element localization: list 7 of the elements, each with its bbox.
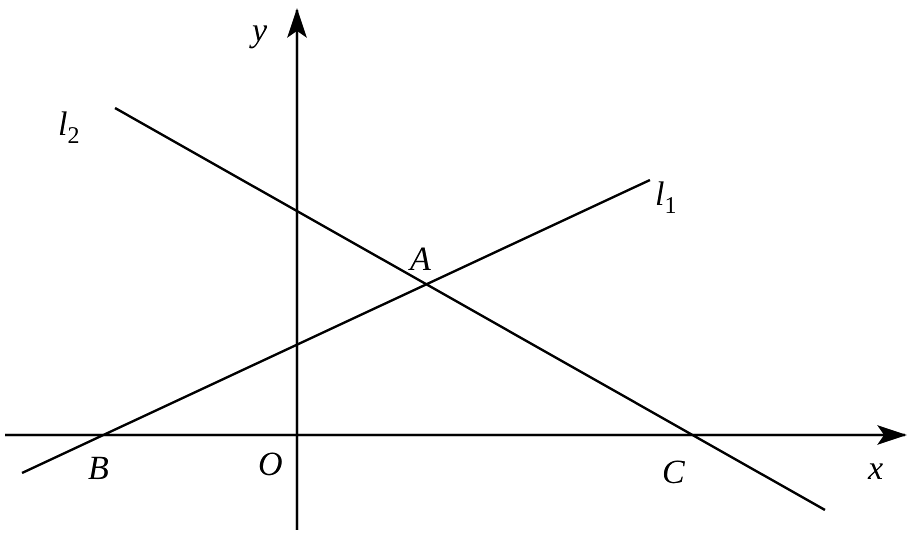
point-label: B — [88, 452, 109, 486]
line-label: l$_{1}$ — [655, 178, 676, 218]
axis-label: x — [868, 452, 884, 486]
origin-label: O — [258, 448, 283, 482]
line-label: l$_{2}$ — [58, 108, 80, 148]
point-label: C — [662, 456, 685, 490]
point-label: A — [410, 243, 431, 277]
